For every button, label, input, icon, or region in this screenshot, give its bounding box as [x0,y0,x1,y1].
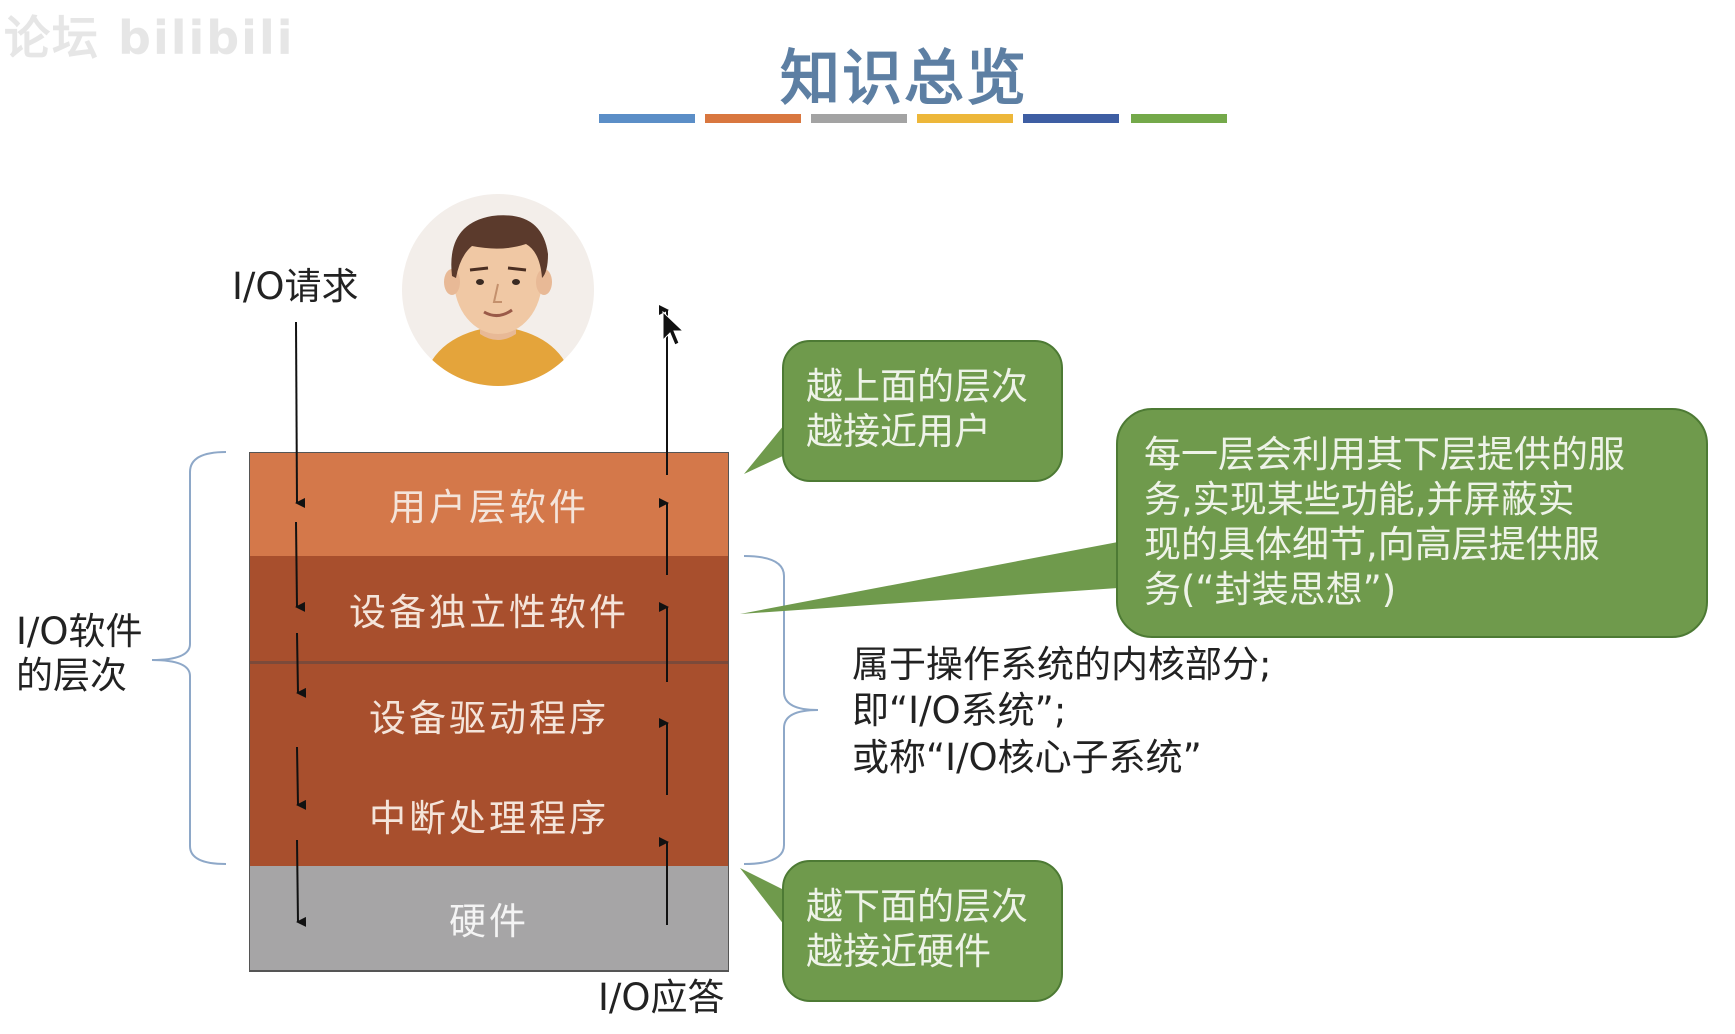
kernel-brace [743,555,819,865]
kernel-note-line1: 属于操作系统的内核部分; [852,643,1272,686]
callout-upper-line1: 越上面的层次 [806,365,1028,408]
callout-lower: 越下面的层次 越接近硬件 [782,860,1063,1002]
request-arrow-top [295,321,306,508]
callout-service-line4: 务(“封装思想”) [1144,568,1397,612]
mouse-cursor-icon [662,310,685,346]
layer-block: 硬件 [249,866,729,972]
layer-block: 中断处理程序 [249,763,729,866]
io-request-label: I/O请求 [232,265,359,308]
callout-lower-line2: 越接近硬件 [806,930,991,974]
layer-stack-frame [249,452,729,972]
io-software-label-line2: 的层次 [16,654,127,698]
watermark: 论坛 bilibili [4,11,295,65]
callout-lower-line1: 越下面的层次 [806,885,1028,928]
io-software-label-line1: I/O软件 [16,610,143,653]
request-arrow-3 [296,632,307,698]
kernel-note-line2: 即“I/O系统”; [852,689,1067,733]
kernel-note-line3: 或称“I/O核心子系统” [852,735,1202,779]
title-color-bar [917,114,1013,123]
layer-block: 设备独立性软件 [249,556,729,661]
user-avatar-icon [402,194,594,386]
callout-service: 每一层会利用其下层提供的服 务,实现某些功能,并屏蔽实 现的具体细节,向高层提供… [1116,408,1708,638]
title-color-bar [1131,114,1227,123]
callout-upper: 越上面的层次 越接近用户 [782,340,1063,482]
layer-block: 设备驱动程序 [249,661,729,766]
callout-lower-pointer [740,868,788,930]
callout-service-pointer [740,542,1118,614]
io-software-label: I/O软件 的层次 [16,610,143,699]
request-arrow-4 [296,746,307,810]
callout-service-line2: 务,实现某些功能,并屏蔽实 [1144,478,1575,522]
callout-upper-line2: 越接近用户 [806,410,991,454]
page-title: 知识总览 [780,44,1028,114]
kernel-note: 属于操作系统的内核部分; 即“I/O系统”; 或称“I/O核心子系统” [852,642,1271,781]
callout-service-line3: 现的具体细节,向高层提供服 [1144,523,1600,567]
io-software-brace [151,451,227,865]
title-color-bar [811,114,907,123]
callout-service-line1: 每一层会利用其下层提供的服 [1144,433,1625,476]
request-arrow-2 [295,521,306,612]
title-color-bar [705,114,801,123]
layer-block: 用户层软件 [249,452,729,556]
title-color-bar [1023,114,1119,123]
io-response-label: I/O应答 [598,976,725,1019]
title-color-bar [599,114,695,123]
request-arrow-5 [296,839,307,927]
